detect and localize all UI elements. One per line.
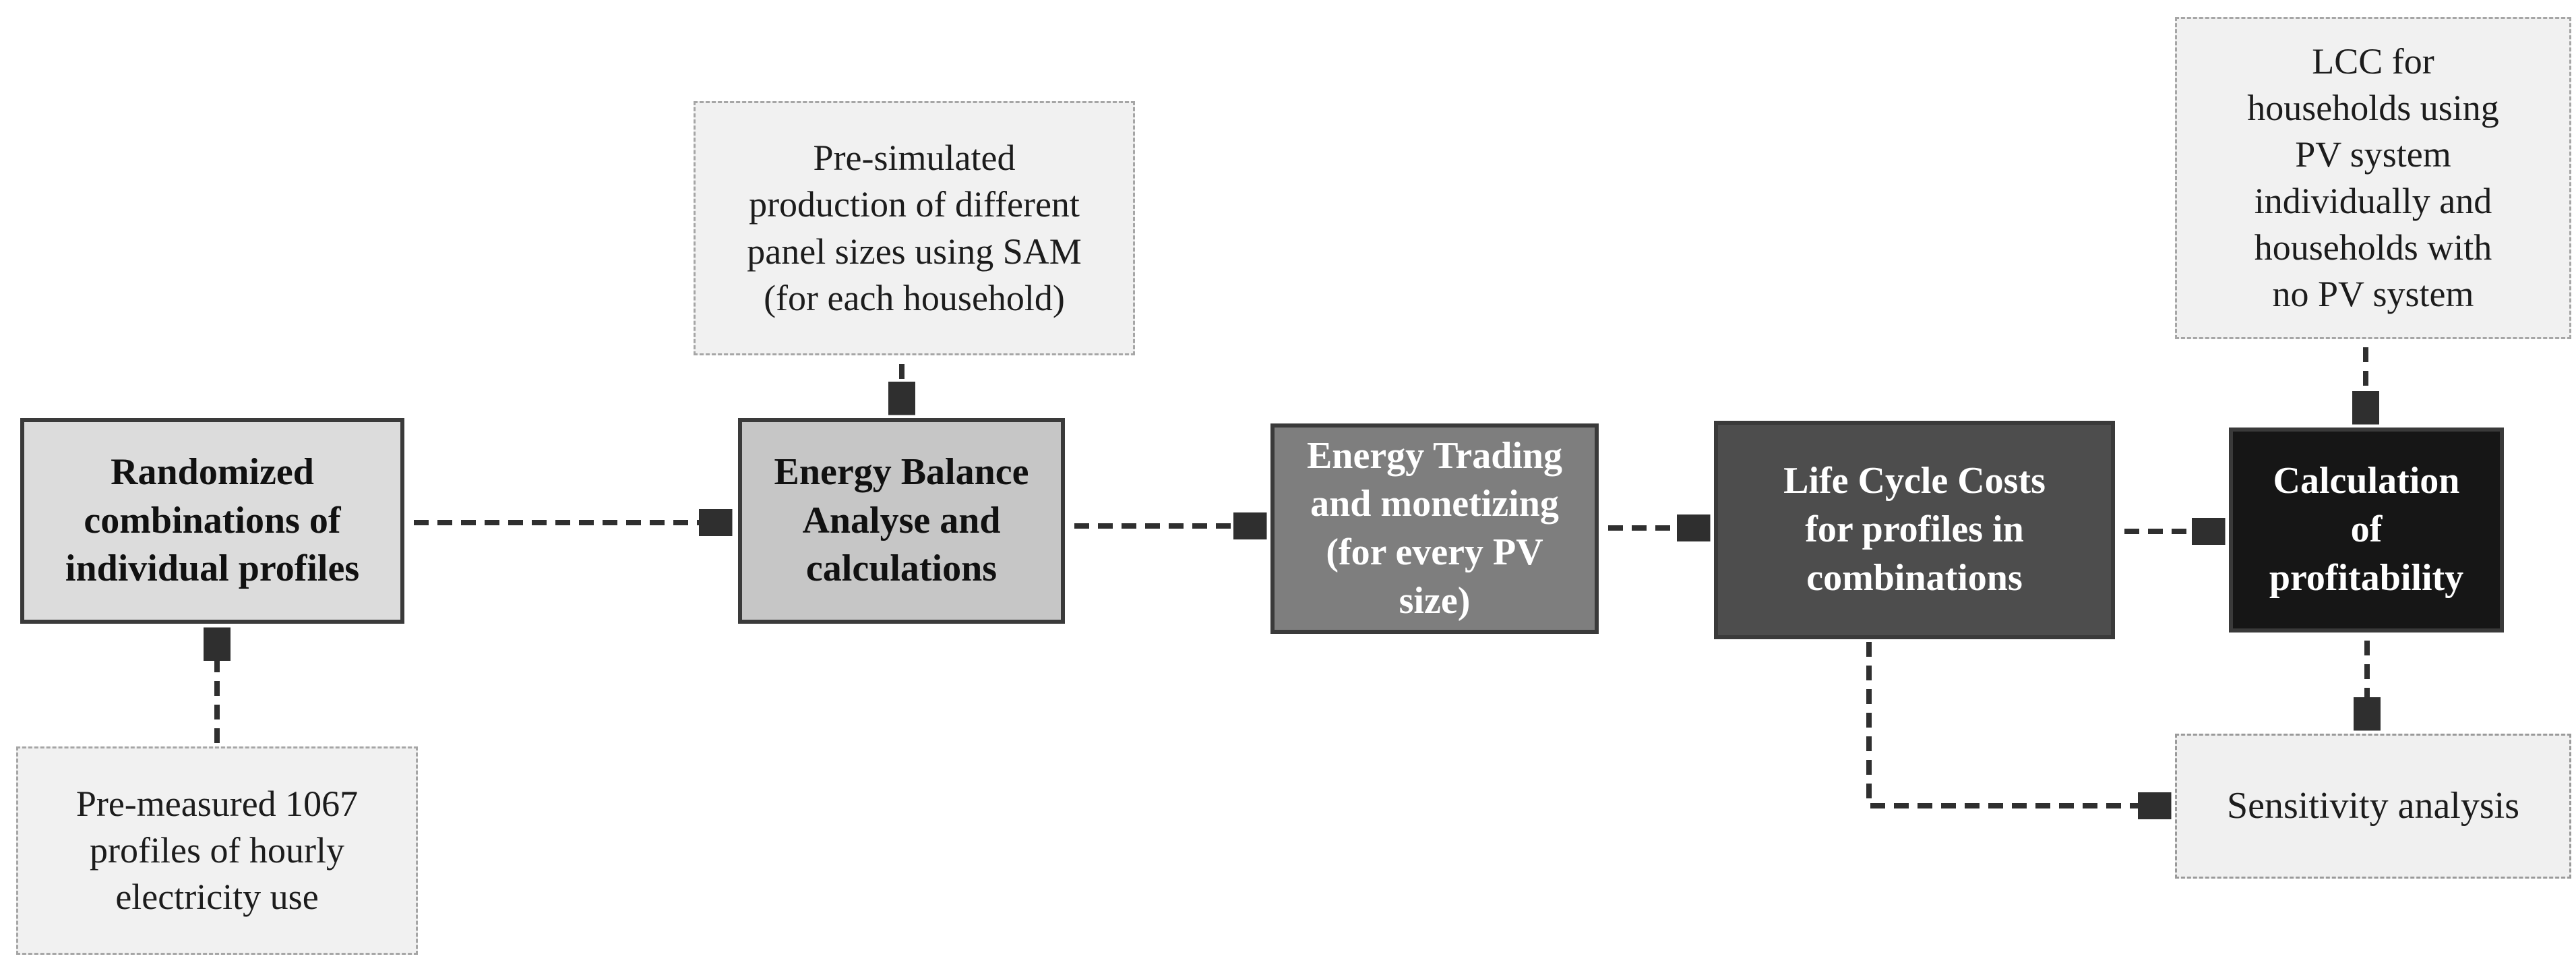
node-label: Life Cycle Costs for profiles in combina… bbox=[1783, 460, 2046, 599]
node-randomized: Randomized combinations of individual pr… bbox=[20, 418, 404, 624]
node-energybalance: Energy Balance Analyse and calculations bbox=[738, 418, 1065, 624]
node-label: Sensitivity analysis bbox=[2227, 784, 2519, 827]
node-label: Calculation of profitability bbox=[2269, 460, 2464, 599]
node-lcchouseholds: LCC for households using PV system indiv… bbox=[2175, 17, 2571, 339]
node-label: Randomized combinations of individual pr… bbox=[65, 450, 360, 590]
node-lifecycle: Life Cycle Costs for profiles in combina… bbox=[1714, 421, 2115, 639]
node-energytrading: Energy Trading and monetizing (for every… bbox=[1270, 423, 1599, 634]
node-sensitivity: Sensitivity analysis bbox=[2175, 734, 2571, 879]
node-label: LCC for households using PV system indiv… bbox=[2247, 40, 2499, 315]
node-label: Pre-measured 1067 profiles of hourly ele… bbox=[75, 783, 359, 918]
node-calculation: Calculation of profitability bbox=[2229, 428, 2504, 632]
node-premeasured: Pre-measured 1067 profiles of hourly ele… bbox=[16, 746, 418, 955]
node-presimulated: Pre-simulated production of different pa… bbox=[694, 101, 1135, 355]
node-label: Pre-simulated production of different pa… bbox=[747, 138, 1082, 318]
node-label: Energy Balance Analyse and calculations bbox=[774, 450, 1029, 590]
arrow-lifecycle-to-sensitivity bbox=[1866, 642, 2170, 806]
node-label: Energy Trading and monetizing (for every… bbox=[1306, 434, 1563, 622]
